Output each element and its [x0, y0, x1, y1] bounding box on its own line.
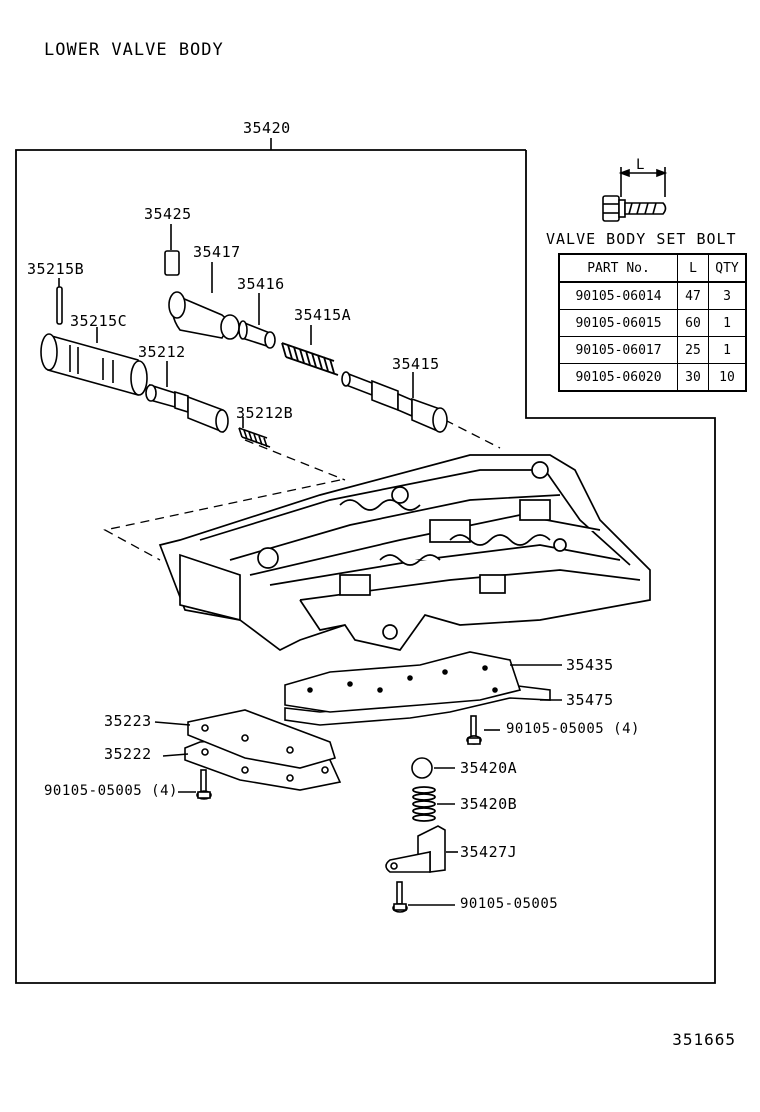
cell-qty: 3: [708, 281, 747, 310]
part-35427J-bracket: [385, 825, 446, 873]
callout-35215C: 35215C: [70, 312, 128, 330]
cell-qty: 10: [708, 363, 747, 392]
bolt-spec-table: PART No. L QTY 90105-06014 47 3 90105-06…: [558, 253, 747, 392]
assembly-frame: [15, 149, 716, 984]
diagram-code: 351665: [672, 1030, 736, 1049]
table-row: 90105-06017 25 1: [558, 336, 747, 364]
bolt-90105-05005-left: [196, 769, 212, 800]
table-header-row: PART No. L QTY: [558, 253, 747, 283]
part-35420B-spring: [412, 786, 436, 822]
callout-35475: 35475: [566, 691, 614, 709]
callout-35212: 35212: [138, 343, 186, 361]
callout-35212B: 35212B: [236, 404, 294, 422]
table-row: 90105-06015 60 1: [558, 309, 747, 337]
table-row: 90105-06020 30 10: [558, 363, 747, 392]
callout-35215B: 35215B: [27, 260, 85, 278]
callout-90105-05005-bottom: 90105-05005: [460, 896, 559, 912]
part-35215B: [56, 286, 63, 325]
header-part-no: PART No.: [558, 253, 678, 283]
bolt-90105-05005-bottom: [392, 881, 408, 913]
cell-qty: 1: [708, 336, 747, 364]
callout-35427J: 35427J: [460, 843, 518, 861]
bolt-table-title: VALVE BODY SET BOLT: [546, 230, 737, 248]
part-35420A-ball: [411, 757, 433, 779]
callout-35416: 35416: [237, 275, 285, 293]
lower-valve-body: [158, 454, 651, 651]
callout-35415A: 35415A: [294, 306, 352, 324]
callout-90105-05005-right: 90105-05005 (4): [506, 721, 640, 737]
callout-35425: 35425: [144, 205, 192, 223]
part-35435-35475-plates: [284, 651, 551, 726]
callout-35420B: 35420B: [460, 795, 518, 813]
callout-35420: 35420: [243, 119, 291, 137]
cell-part-no: 90105-06015: [558, 309, 678, 337]
cell-part-no: 90105-06014: [558, 281, 678, 310]
header-length: L: [677, 253, 709, 283]
part-35212: [145, 383, 229, 433]
callout-35222: 35222: [104, 745, 152, 763]
bolt-90105-05005-right: [466, 715, 482, 745]
cell-qty: 1: [708, 309, 747, 337]
part-35416: [238, 320, 276, 349]
part-35417: [168, 291, 240, 340]
cell-part-no: 90105-06020: [558, 363, 678, 392]
callout-35420A: 35420A: [460, 759, 518, 777]
callout-90105-05005-left: 90105-05005 (4): [44, 783, 178, 799]
part-35212B-spring: [238, 427, 271, 448]
bolt-icon: [602, 167, 668, 222]
part-35415A-spring: [281, 342, 339, 376]
cell-length: 60: [677, 309, 709, 337]
diagram-title: LOWER VALVE BODY: [44, 40, 224, 60]
cell-length: 25: [677, 336, 709, 364]
callout-35223: 35223: [104, 712, 152, 730]
part-35425: [164, 250, 180, 276]
callout-35417: 35417: [193, 243, 241, 261]
cell-length: 47: [677, 281, 709, 310]
length-label: L: [636, 157, 645, 173]
part-35215C: [40, 333, 148, 396]
cell-part-no: 90105-06017: [558, 336, 678, 364]
table-row: 90105-06014 47 3: [558, 281, 747, 310]
header-qty: QTY: [708, 253, 747, 283]
cell-length: 30: [677, 363, 709, 392]
part-35223-35222-plates: [184, 709, 342, 791]
callout-35415: 35415: [392, 355, 440, 373]
part-35415: [341, 371, 448, 433]
callout-35435: 35435: [566, 656, 614, 674]
